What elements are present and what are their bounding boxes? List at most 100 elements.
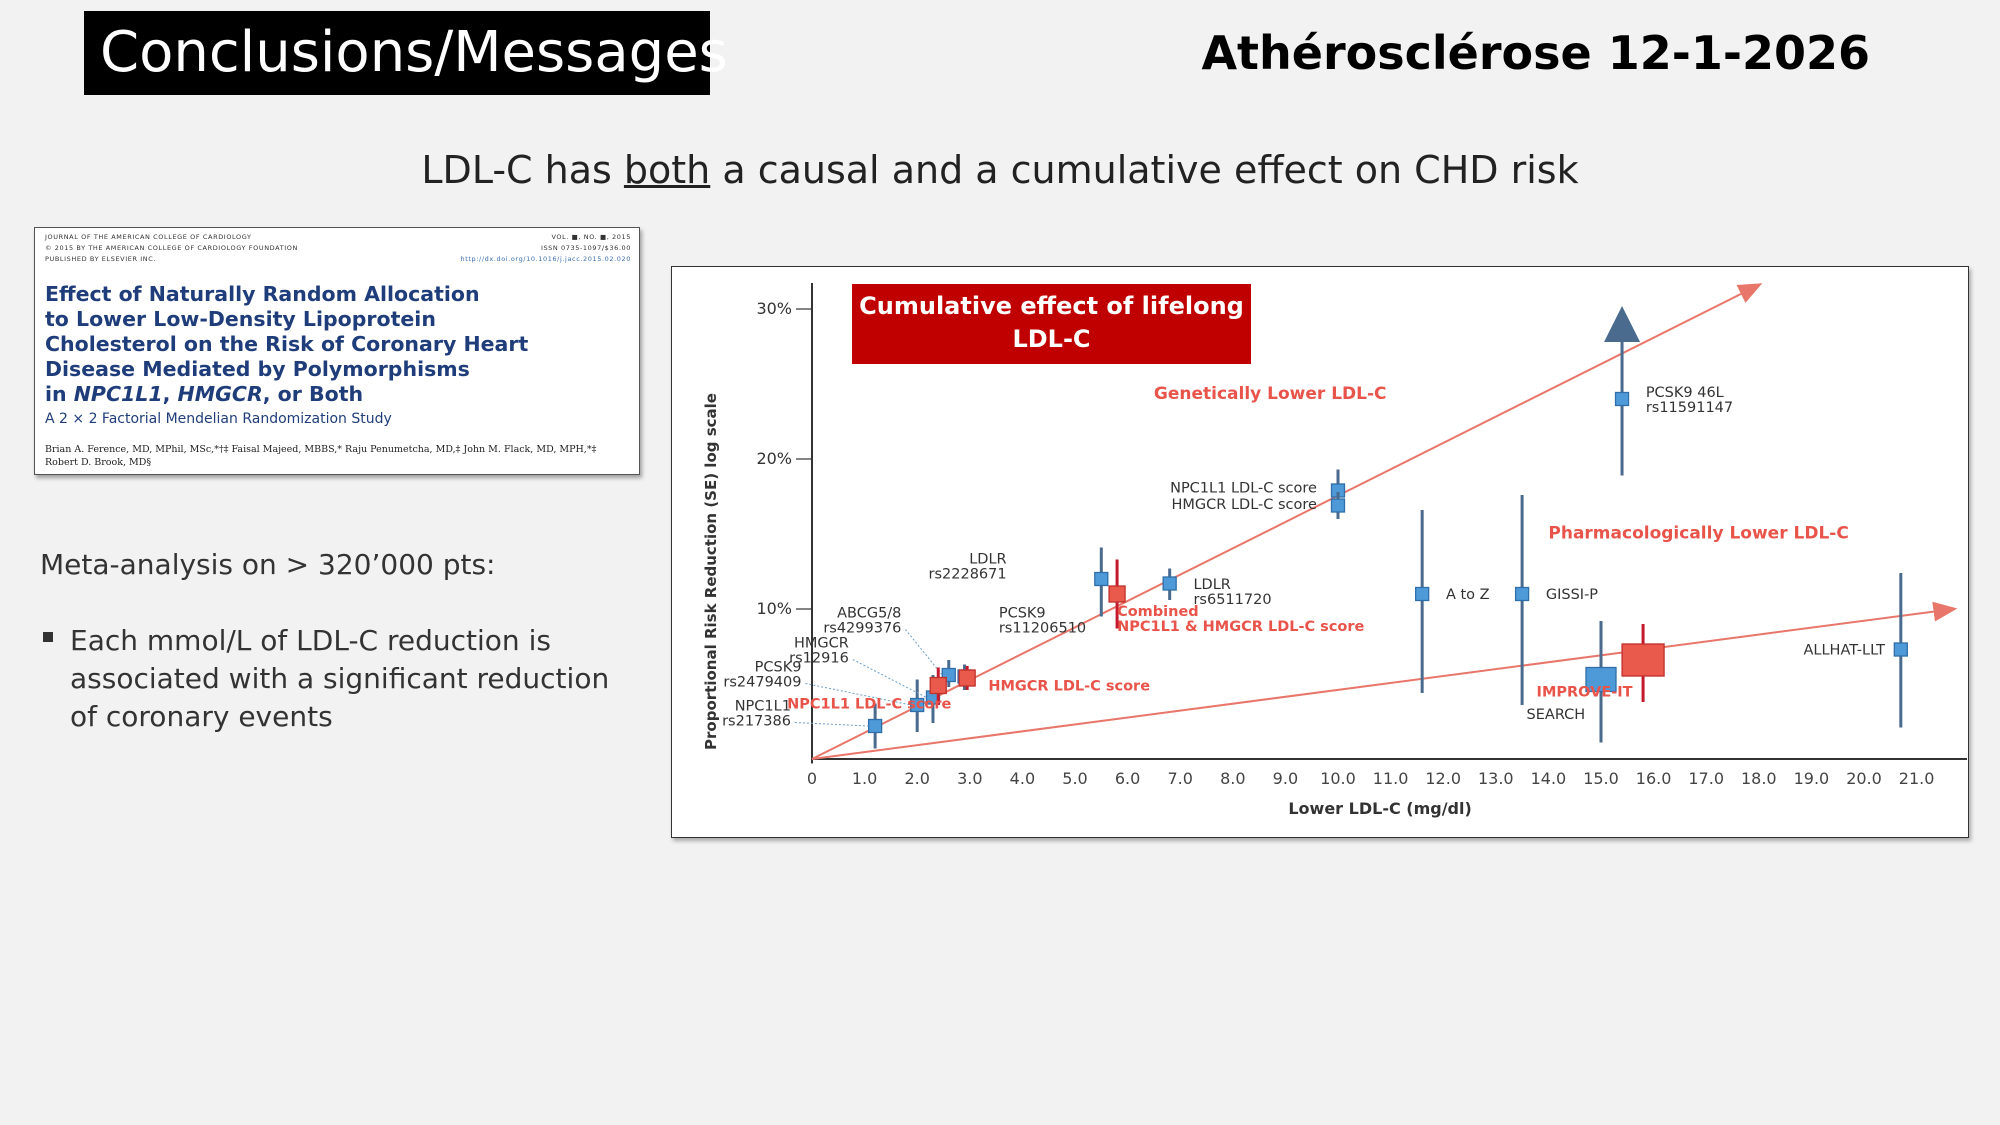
paper-title: Effect of Naturally Random Allocation to… — [45, 282, 635, 407]
journal-line: ISSN 0735-1097/$36.00 — [540, 244, 631, 252]
paper-title-line: Cholesterol on the Risk of Coronary Hear… — [45, 332, 529, 356]
pharma-trend-line — [811, 601, 1958, 760]
data-point-label: GISSI-P — [1546, 587, 1598, 603]
data-point — [1621, 643, 1665, 677]
subtitle-pre: LDL-C has — [421, 148, 624, 192]
bullet-item: Each mmol/L of LDL-C reduction is associ… — [40, 622, 640, 736]
data-point — [1585, 666, 1617, 693]
data-point-label: rs6511720 — [1193, 592, 1271, 608]
x-tick-label: 1.0 — [852, 769, 877, 788]
data-point-label: PCSK9 — [755, 660, 802, 676]
slide-title: Conclusions/Messages — [84, 11, 728, 95]
subtitle-post: a causal and a cumulative effect on CHD … — [710, 148, 1579, 192]
slide-subtitle: LDL-C has both a causal and a cumulative… — [0, 148, 2000, 192]
journal-header-left: JOURNAL OF THE AMERICAN COLLEGE OF CARDI… — [45, 232, 298, 265]
data-point-label: ALLHAT-LLT — [1803, 643, 1885, 659]
data-point-label: NPC1L1 — [735, 699, 791, 715]
leader-line — [905, 629, 943, 676]
x-tick-label: 3.0 — [957, 769, 982, 788]
x-tick-label: 20.0 — [1846, 769, 1882, 788]
paper-title-line: Effect of Naturally Random Allocation — [45, 282, 480, 306]
data-point-label: Combined — [1117, 604, 1199, 620]
leader-line — [852, 659, 927, 698]
data-point-label: HMGCR — [794, 636, 849, 652]
x-tick-label: 21.0 — [1899, 769, 1935, 788]
data-point-label: rs11206510 — [999, 621, 1086, 637]
data-point-label: rs2479409 — [723, 675, 801, 691]
slide-date: Athérosclérose 12-1-2026 — [1201, 26, 1870, 80]
data-point-label: PCSK9 — [999, 606, 1046, 622]
pharma-line-label: Pharmacologically Lower LDL-C — [1548, 524, 1848, 544]
data-point — [1108, 585, 1126, 603]
data-point-label: ABCG5/8 — [837, 606, 901, 622]
paper-title-line: to Lower Low-Density Lipoprotein — [45, 307, 436, 331]
paper-title-part: , — [162, 382, 178, 406]
data-point-label: rs2228671 — [929, 567, 1007, 583]
data-point — [1893, 642, 1908, 657]
x-tick-label: 11.0 — [1373, 769, 1409, 788]
meta-analysis-text: Meta-analysis on > 320’000 pts: — [40, 548, 496, 581]
data-point-label: NPC1L1 LDL-C score — [1170, 481, 1317, 497]
x-tick-label: 9.0 — [1273, 769, 1298, 788]
paper-authors-line: Brian A. Ference, MD, MPhil, MSc,*†‡ Fai… — [45, 444, 597, 455]
x-tick-label: 16.0 — [1636, 769, 1672, 788]
journal-doi: http://dx.doi.org/10.1016/j.jacc.2015.02… — [460, 255, 631, 263]
data-point-label: rs11591147 — [1646, 400, 1733, 416]
data-point-label: HMGCR LDL-C score — [1172, 497, 1318, 513]
x-tick-label: 0 — [807, 769, 817, 788]
leader-line — [805, 683, 911, 706]
x-tick-label: 7.0 — [1167, 769, 1192, 788]
data-point-label: A to Z — [1446, 587, 1490, 603]
x-tick-label: 6.0 — [1115, 769, 1140, 788]
leader-line — [794, 722, 869, 727]
y-tick-label: 20% — [756, 449, 792, 468]
x-tick-label: 10.0 — [1320, 769, 1356, 788]
journal-line: JOURNAL OF THE AMERICAN COLLEGE OF CARDI… — [45, 233, 252, 241]
x-tick-label: 8.0 — [1220, 769, 1245, 788]
paper-thumbnail: JOURNAL OF THE AMERICAN COLLEGE OF CARDI… — [34, 227, 640, 475]
x-tick-label: 15.0 — [1583, 769, 1619, 788]
journal-line: VOL. ■, NO. ■, 2015 — [551, 233, 631, 241]
x-tick-label: 4.0 — [1010, 769, 1035, 788]
paper-title-part: , or Both — [262, 382, 364, 406]
paper-title-line: in NPC1L1, HMGCR, or Both — [45, 382, 635, 407]
data-point-label: rs4299376 — [823, 621, 901, 637]
paper-authors: Brian A. Ference, MD, MPhil, MSc,*†‡ Fai… — [45, 443, 635, 469]
bullet-square-icon — [43, 632, 53, 642]
x-tick-label: 13.0 — [1478, 769, 1514, 788]
x-tick-label: 2.0 — [904, 769, 929, 788]
data-point — [958, 669, 976, 687]
paper-title-line: Disease Mediated by Polymorphisms — [45, 357, 470, 381]
x-tick-label: 19.0 — [1794, 769, 1830, 788]
data-point — [910, 697, 925, 713]
bullet-text: Each mmol/L of LDL-C reduction is associ… — [70, 624, 610, 733]
data-point-label: NPC1L1 & HMGCR LDL-C score — [1117, 619, 1364, 635]
paper-authors-line: Robert D. Brook, MD§ — [45, 457, 152, 468]
data-point — [1094, 571, 1109, 587]
data-point-label: NPC1L1 LDL-C score — [787, 697, 951, 713]
data-point-label: SEARCH — [1527, 707, 1586, 723]
data-point — [1330, 498, 1346, 513]
data-point — [867, 718, 883, 734]
paper-study-type: A 2 × 2 Factorial Mendelian Randomizatio… — [45, 411, 392, 427]
data-point-label: LDLR — [1193, 577, 1230, 593]
genetic-line-label: Genetically Lower LDL-C — [1154, 384, 1387, 404]
x-axis-label: Lower LDL-C (mg/dl) — [1288, 799, 1471, 818]
data-point — [1614, 391, 1630, 407]
data-point-label: PCSK9 46L — [1646, 385, 1724, 401]
data-point — [1514, 586, 1530, 602]
y-tick-label: 30% — [756, 299, 792, 318]
x-tick-label: 18.0 — [1741, 769, 1777, 788]
journal-line: © 2015 BY THE AMERICAN COLLEGE OF CARDIO… — [45, 244, 298, 252]
journal-line: PUBLISHED BY ELSEVIER INC. — [45, 255, 157, 263]
data-point — [929, 676, 947, 695]
y-tick-label: 10% — [756, 599, 792, 618]
data-point-label: IMPROVE-IT — [1537, 685, 1633, 701]
subtitle-emphasis: both — [623, 148, 711, 192]
x-tick-label: 17.0 — [1688, 769, 1724, 788]
chart-title-box: Cumulative effect of lifelong LDL-C — [852, 284, 1251, 364]
paper-title-gene: NPC1L1 — [73, 382, 163, 406]
x-tick-label: 12.0 — [1425, 769, 1461, 788]
